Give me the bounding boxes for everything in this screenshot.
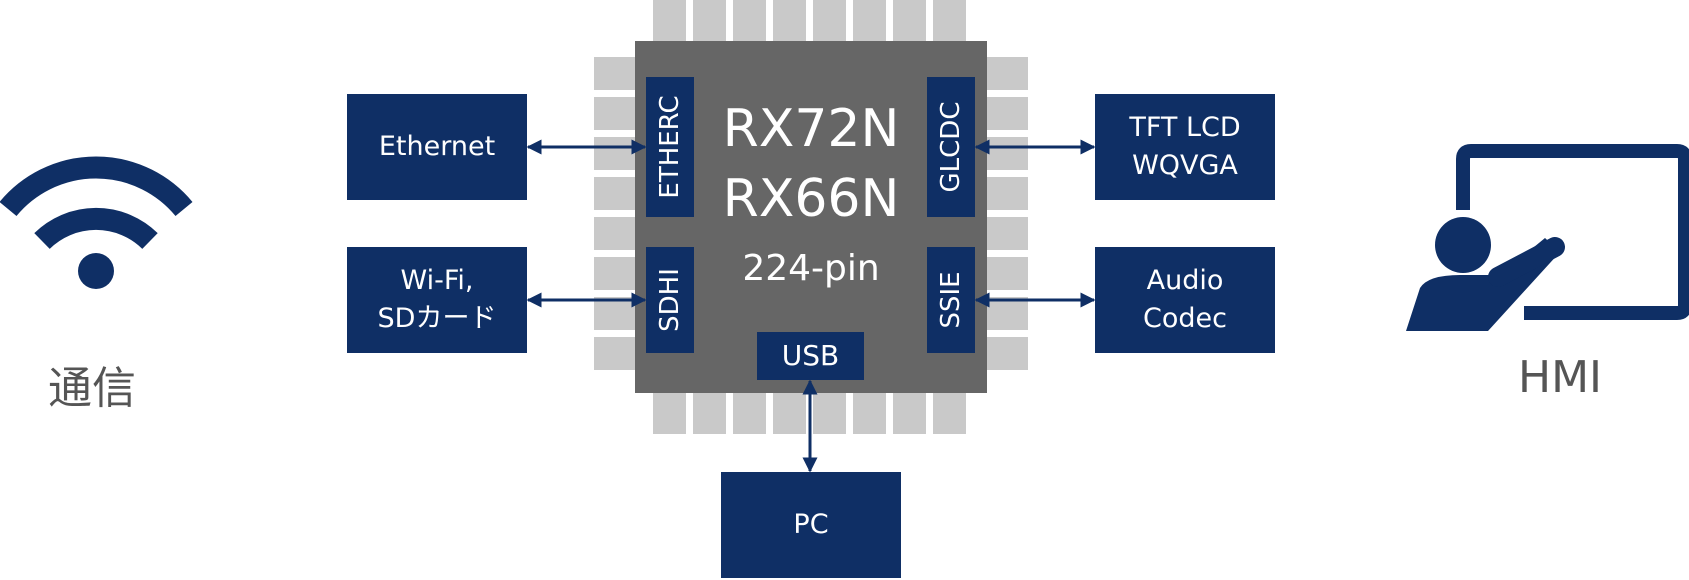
port-usb-label: USB	[781, 339, 840, 372]
port-etherc: ETHERC	[646, 77, 694, 217]
chip-pin	[594, 177, 635, 210]
port-ssie: SSIE	[927, 247, 975, 353]
wifi-sd-block: Wi-Fi, SDカード	[347, 247, 527, 353]
chip-pin	[653, 393, 686, 434]
ethernet-label: Ethernet	[378, 131, 496, 162]
chip-pin	[987, 337, 1028, 370]
chip-pin	[933, 393, 966, 434]
caption-hmi: HMI	[1518, 352, 1603, 403]
chip-name-rx66n: RX66N	[722, 169, 900, 229]
chip-pin	[773, 393, 806, 434]
chip-pin	[773, 0, 806, 41]
chip-pin	[594, 57, 635, 90]
chip-pin	[594, 97, 635, 130]
audio-codec-label: Audio Codec	[1143, 265, 1227, 334]
chip-pin	[933, 0, 966, 41]
chip-pin	[893, 393, 926, 434]
chip-pin	[987, 97, 1028, 130]
port-usb: USB	[757, 332, 864, 380]
pc-block: PC	[721, 472, 901, 578]
chip-pin	[733, 0, 766, 41]
chip-pin	[653, 0, 686, 41]
chip-pin	[733, 393, 766, 434]
chip-package: 224-pin	[742, 248, 880, 289]
chip-pin	[987, 177, 1028, 210]
chip-name-rx72n: RX72N	[722, 99, 900, 159]
chip-pin	[594, 257, 635, 290]
chip-pin	[693, 0, 726, 41]
port-sdhi: SDHI	[646, 247, 694, 353]
presentation-board-icon	[1406, 144, 1689, 331]
port-glcdc: GLCDC	[927, 77, 975, 217]
chip-pin	[853, 0, 886, 41]
ethernet-block: Ethernet	[347, 94, 527, 200]
chip-pin	[813, 0, 846, 41]
caption-communication: 通信	[48, 363, 136, 414]
audio-codec-block: Audio Codec	[1095, 247, 1275, 353]
chip-pin	[853, 393, 886, 434]
chip-pin	[594, 217, 635, 250]
wifi-icon	[0, 156, 193, 289]
chip-pin	[594, 337, 635, 370]
chip-pin	[893, 0, 926, 41]
chip-pin	[693, 393, 726, 434]
chip-pin	[987, 217, 1028, 250]
chip-pin	[987, 57, 1028, 90]
pc-label: PC	[793, 509, 829, 540]
tft-lcd-label: TFT LCD WQVGA	[1129, 112, 1241, 181]
tft-lcd-block: TFT LCD WQVGA	[1095, 94, 1275, 200]
chip-pin	[813, 393, 846, 434]
wifi-sd-label: Wi-Fi, SDカード	[377, 265, 497, 334]
chip-pin	[987, 257, 1028, 290]
